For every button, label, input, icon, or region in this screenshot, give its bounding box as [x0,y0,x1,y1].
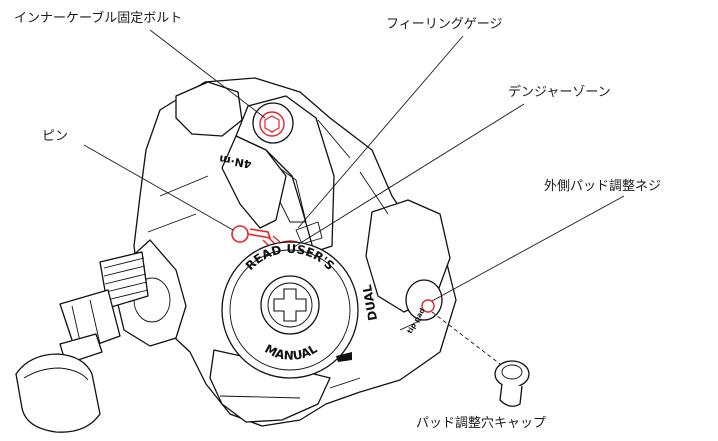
cable-bolt-hex-icon [264,115,280,133]
mount-ear-top [175,81,243,137]
leader-danger-zone [293,103,525,248]
phillips-screw-icon [273,288,307,322]
barrel-adjuster [15,251,149,433]
label-pin: ピン [42,129,68,144]
leader-feeling-gauge [297,35,464,229]
leader-outer-pad-screw [431,195,625,302]
label-danger-zone: デンジャーゾーン [508,84,611,100]
body-edge-lines [147,119,431,399]
dial-flank-mark [336,352,352,362]
arm-strut [221,135,287,229]
cap-explode-line [431,311,501,365]
adjustment-dial [221,241,359,379]
pin-icon [231,225,272,243]
leader-cable-bolt [149,29,266,119]
leader-pin [83,144,234,231]
dial-text-bottom: MANUAL [262,341,320,362]
label-outer-pad-screw: 外側パッド調整ネジ [544,179,661,194]
label-inner-cable-bolt: インナーケーブル固定ボルト [14,10,182,26]
outer-pad-screw [405,279,443,321]
pad-hole-cap-part [494,360,530,407]
cable-bolt-boss [252,102,294,144]
feeling-gauge-slot [295,221,323,245]
label-feeling-gauge: フィーリングゲージ [386,17,502,32]
label-pad-hole-cap: パッド調整穴キャップ [416,416,546,431]
leader-lines [83,29,625,302]
cable-bolt-highlight [259,111,285,137]
brand-marking: DUAL [360,283,380,321]
torque-marking: 4N·m [218,152,252,170]
caliper-body [15,77,530,433]
